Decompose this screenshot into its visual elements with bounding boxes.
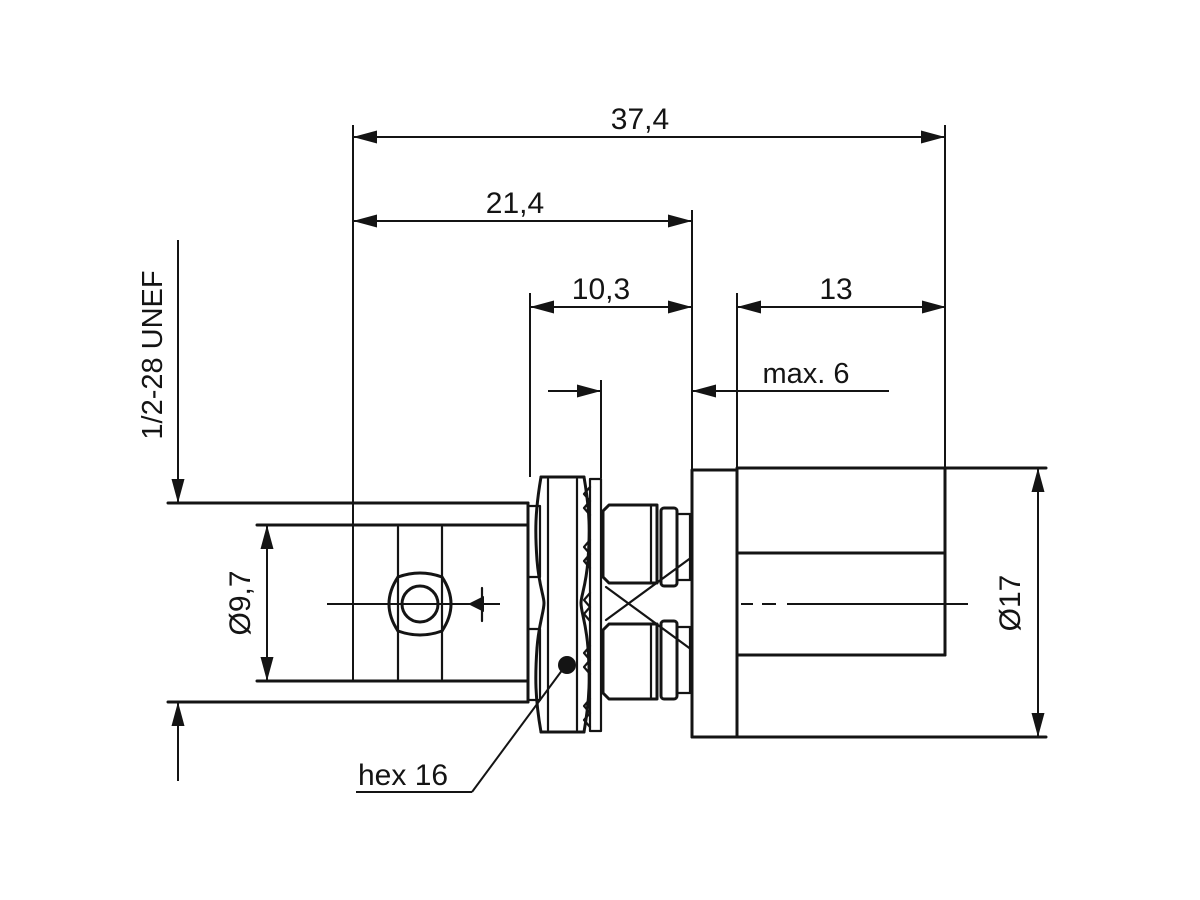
serrated-washer: [582, 477, 603, 733]
dim-overall-length: 37,4: [353, 103, 945, 144]
dim-panel-thickness: max. 6: [548, 358, 889, 398]
dim-rear-length: 13: [737, 273, 946, 314]
dim-label-overall: 37,4: [611, 103, 669, 136]
rear-body: [690, 466, 1048, 739]
centerline-marker: [468, 596, 484, 612]
dim-front-length: 21,4: [353, 187, 692, 228]
dim-rear-diameter: Ø17: [994, 468, 1045, 737]
dim-label-front: 21,4: [486, 187, 544, 220]
contact-assembly: [601, 503, 694, 701]
dim-label-thread: 1/2-28 UNEF: [137, 270, 169, 439]
callout-hex16: hex 16: [356, 656, 576, 793]
dim-thread: 1/2-28 UNEF: [137, 240, 185, 781]
dim-hex-section: 10,3: [530, 273, 692, 314]
dim-label-rear-length: 13: [819, 273, 852, 306]
dim-label-front-diameter: Ø9,7: [224, 570, 257, 635]
dim-label-hex-section: 10,3: [572, 273, 630, 306]
dim-label-hex16: hex 16: [358, 759, 448, 792]
dim-label-rear-diameter: Ø17: [994, 575, 1027, 632]
mounting-flange: [690, 468, 739, 739]
leader-dot: [558, 656, 576, 674]
front-barrel: [166, 501, 542, 704]
centerlines: [327, 586, 968, 623]
dim-front-diameter: Ø9,7: [224, 525, 274, 681]
extension-lines: [352, 125, 946, 680]
dim-label-panel: max. 6: [762, 358, 849, 390]
